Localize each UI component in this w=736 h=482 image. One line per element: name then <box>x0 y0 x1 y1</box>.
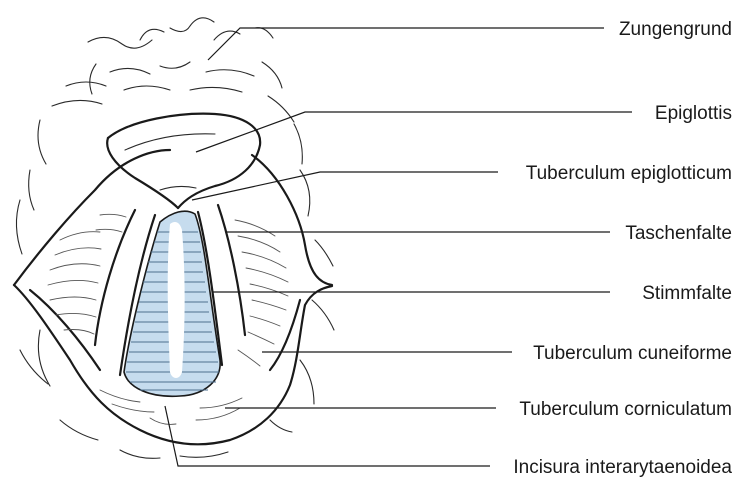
label-tuberculum-cuneiforme: Tuberculum cuneiforme <box>533 343 732 364</box>
label-epiglottis: Epiglottis <box>655 103 732 124</box>
label-tuberculum-epiglotticum: Tuberculum epiglotticum <box>526 163 732 184</box>
label-taschenfalte: Taschenfalte <box>625 223 732 244</box>
glottis-area <box>124 211 220 396</box>
label-stimmfalte: Stimmfalte <box>642 283 732 304</box>
label-tuberculum-corniculatum: Tuberculum corniculatum <box>519 399 732 420</box>
labels: Zungengrund Epiglottis Tuberculum epiglo… <box>513 19 732 478</box>
label-zungengrund: Zungengrund <box>619 19 732 40</box>
label-incisura-interarytaenoidea: Incisura interarytaenoidea <box>513 457 732 478</box>
